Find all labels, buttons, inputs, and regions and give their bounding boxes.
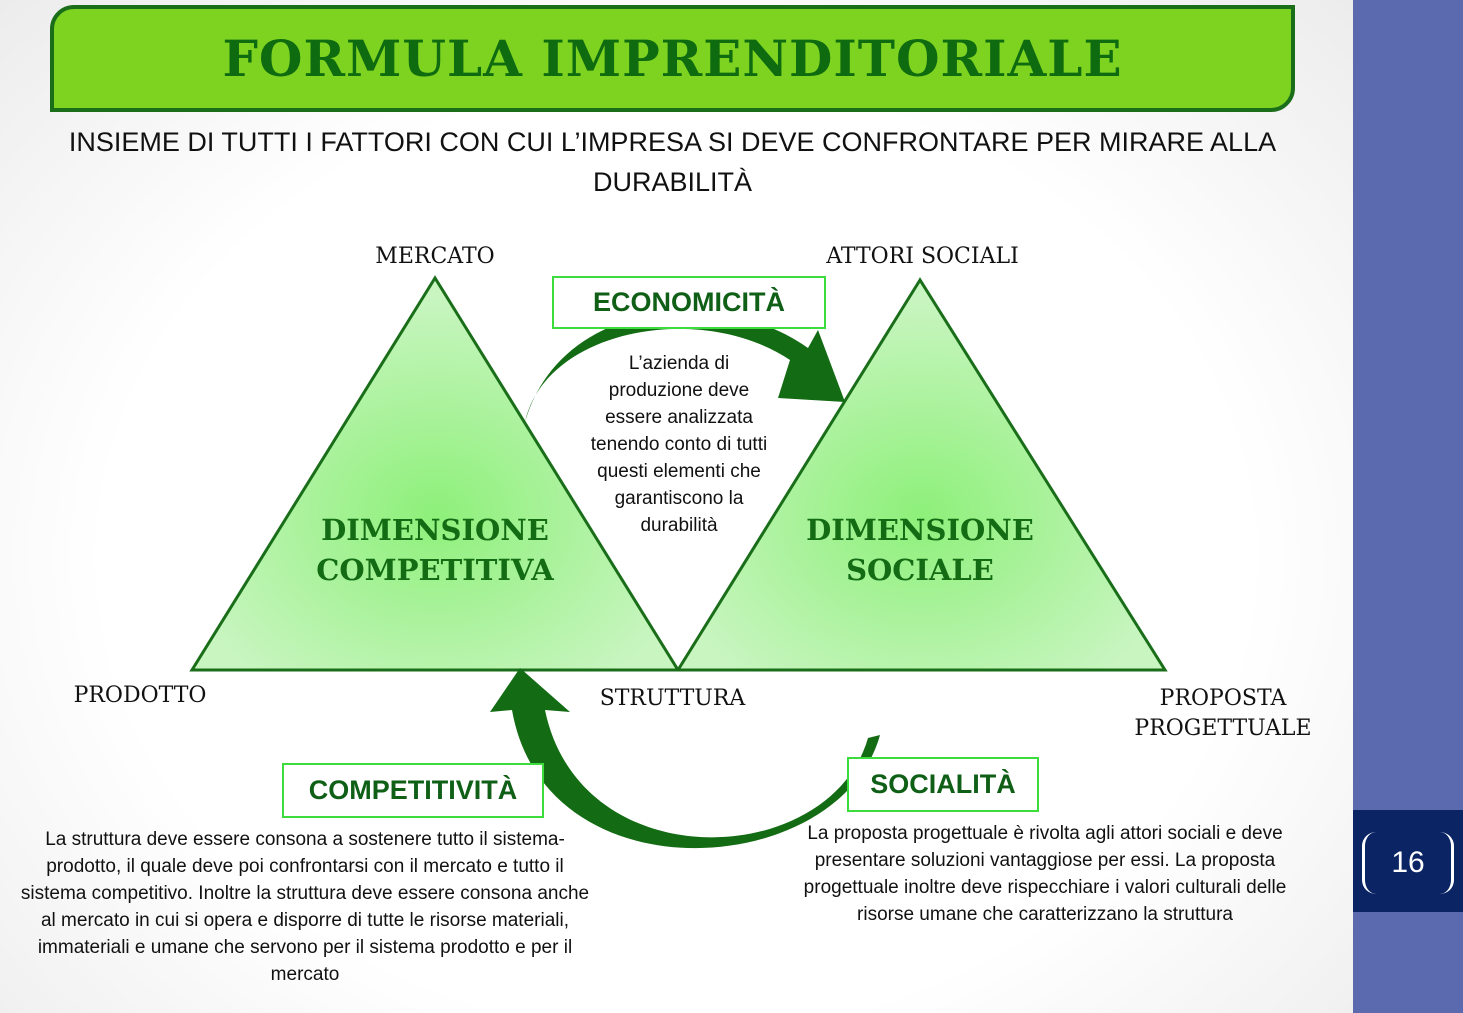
- diagram-shapes: [189, 275, 1168, 849]
- slide-subtitle: INSIEME DI TUTTI I FATTORI CON CUI L’IMP…: [68, 127, 1277, 197]
- label-mercato: MERCATO: [375, 244, 495, 269]
- dimension-competitive-label: DIMENSIONE COMPETITIVA: [316, 513, 554, 587]
- box-competitivita: COMPETITIVITÀ: [282, 763, 544, 818]
- box-economicita: ECONOMICITÀ: [552, 276, 826, 329]
- center-description: L’azienda di produzione deve essere anal…: [590, 353, 768, 536]
- triangle-competitive: [189, 275, 681, 672]
- arrow-top-icon: [525, 311, 845, 422]
- dimension-social-label: DIMENSIONE SOCIALE: [806, 513, 1034, 587]
- box-socialita: SOCIALITÀ: [847, 757, 1039, 812]
- page-number: 16: [1362, 832, 1454, 894]
- left-paragraph: La struttura deve essere consona a soste…: [20, 829, 590, 985]
- label-attori-sociali: ATTORI SOCIALI: [826, 244, 1019, 269]
- slide-title: FORMULA IMPRENDITORIALE: [222, 29, 1123, 88]
- page-badge: [1353, 810, 1463, 912]
- arrow-bottom-icon: [490, 668, 880, 849]
- triangle-social: [675, 277, 1168, 672]
- label-struttura: STRUTTURA: [599, 686, 746, 711]
- label-proposta-progettuale: PROPOSTA PROGETTUALE: [1134, 686, 1312, 741]
- title-banner: FORMULA IMPRENDITORIALE: [50, 5, 1295, 112]
- right-paragraph: La proposta progettuale è rivolta agli a…: [803, 823, 1287, 925]
- label-prodotto: PRODOTTO: [73, 683, 207, 708]
